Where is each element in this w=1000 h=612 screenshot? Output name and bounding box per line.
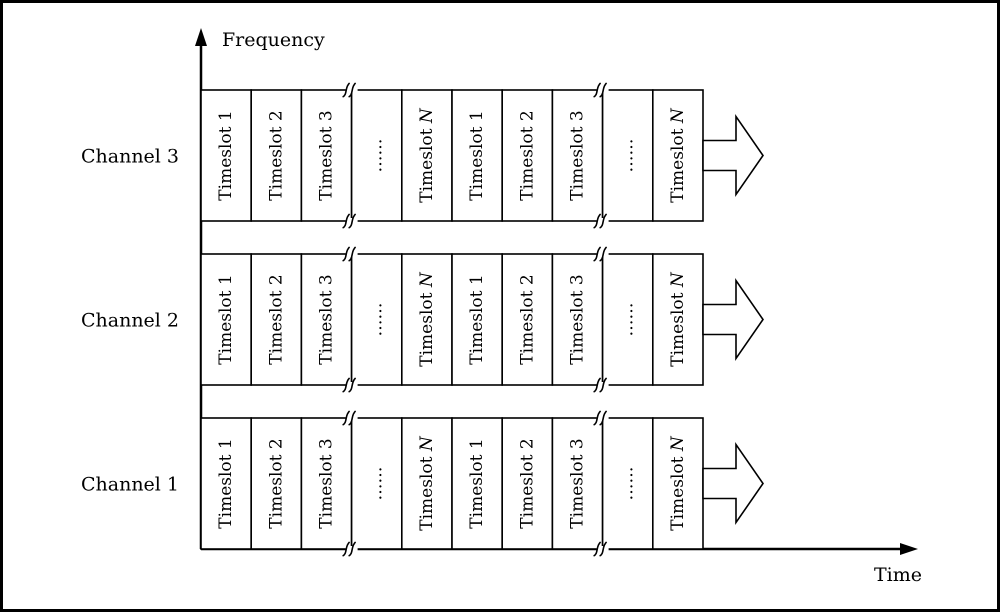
timeslot-label: Timeslot 2 [266, 110, 286, 200]
timeslot-label: Timeslot N [668, 271, 688, 367]
break-mark [348, 410, 357, 426]
channel-row: Channel 3 Timeslot 1 Timeslot 2 Timeslot 3 …… [81, 82, 764, 229]
break-mark [599, 541, 608, 557]
break-mark [599, 410, 608, 426]
timeslot-label: Timeslot 3 [568, 110, 588, 200]
break-mark [599, 246, 608, 262]
timeslot-label: Timeslot 3 [317, 110, 337, 200]
channel-label: Channel 3 [81, 146, 179, 168]
timeslot-label: Timeslot 1 [216, 438, 236, 528]
timeslot-cell [350, 89, 403, 222]
channel-label: Channel 1 [81, 474, 179, 496]
continuation-arrow [702, 277, 764, 362]
break-mark [593, 410, 602, 426]
timeslot-label: Timeslot 1 [467, 110, 487, 200]
break-mark [348, 541, 357, 557]
channels-layer: Channel 3 Timeslot 1 Timeslot 2 Timeslot 3 …… [81, 82, 764, 557]
break-mark [593, 377, 602, 393]
timeslot-cell [250, 417, 303, 550]
timeslot-label: Timeslot 1 [467, 438, 487, 528]
timeslot-cell [200, 89, 253, 222]
continuation-arrow [702, 113, 764, 198]
timeslot-label: Timeslot 3 [568, 438, 588, 528]
timeslot-label: Timeslot 2 [517, 274, 537, 364]
timeslot-label: Timeslot 3 [317, 438, 337, 528]
timeslot-cell [501, 89, 554, 222]
break-mark [348, 213, 357, 229]
frequency-axis-label: Frequency [222, 29, 325, 51]
timeslot-cell [551, 89, 604, 222]
ellipsis-label: …… [367, 467, 387, 501]
break-mark [348, 82, 357, 98]
timeslot-cell [651, 253, 704, 386]
channel-row: Channel 1 Timeslot 1 Timeslot 2 Timeslot 3 …… [81, 410, 764, 557]
break-mark [342, 213, 351, 229]
timeslot-label: Timeslot 3 [568, 274, 588, 364]
timeslot-cell [400, 417, 453, 550]
timeslot-label: Timeslot 1 [216, 274, 236, 364]
break-mark [342, 541, 351, 557]
time-axis-label: Time [874, 564, 922, 586]
timeslot-label: Timeslot N [417, 435, 437, 531]
channel-label: Channel 2 [81, 310, 179, 332]
timeslot-label: Timeslot 2 [266, 438, 286, 528]
ellipsis-label: …… [618, 303, 638, 337]
break-mark [599, 377, 608, 393]
timeslot-cell [551, 253, 604, 386]
timeslot-cell [451, 89, 504, 222]
break-mark [593, 541, 602, 557]
timeslot-cell [350, 417, 403, 550]
break-mark [599, 82, 608, 98]
timeslot-cell [501, 253, 554, 386]
timeslot-label: Timeslot 3 [317, 274, 337, 364]
ellipsis-label: …… [618, 467, 638, 501]
timeslot-label: Timeslot N [417, 271, 437, 367]
break-mark [593, 213, 602, 229]
timeslot-cell [400, 89, 453, 222]
timeslot-cell [601, 89, 654, 222]
timeslot-label: Timeslot 1 [467, 274, 487, 364]
timeslot-label: Timeslot 1 [216, 110, 236, 200]
break-mark [593, 246, 602, 262]
timeslot-label: Timeslot 2 [517, 110, 537, 200]
timeslot-label: Timeslot N [417, 107, 437, 203]
timeslot-cell [200, 417, 253, 550]
ellipsis-label: …… [367, 139, 387, 173]
channel-row: Channel 2 Timeslot 1 Timeslot 2 Timeslot 3 …… [81, 246, 764, 393]
ellipsis-label: …… [618, 139, 638, 173]
break-mark [342, 246, 351, 262]
timeslot-cell [200, 253, 253, 386]
timeslot-label: Timeslot N [668, 107, 688, 203]
break-mark [342, 377, 351, 393]
break-mark [593, 82, 602, 98]
timeslot-cell [601, 253, 654, 386]
timeslot-cell [451, 253, 504, 386]
timeslot-cell [651, 417, 704, 550]
timeslot-label: Timeslot 2 [266, 274, 286, 364]
ellipsis-label: …… [367, 303, 387, 337]
time-axis-arrowhead [900, 543, 918, 555]
break-mark [342, 82, 351, 98]
timeslot-cell [601, 417, 654, 550]
continuation-arrow [702, 441, 764, 526]
timeslot-cell [250, 253, 303, 386]
frequency-axis-arrowhead [195, 28, 207, 46]
timeslot-cell [300, 89, 353, 222]
break-mark [599, 213, 608, 229]
break-mark [342, 410, 351, 426]
break-mark [348, 246, 357, 262]
timeslot-label: Timeslot N [668, 435, 688, 531]
timeslot-cell [300, 417, 353, 550]
timeslot-label: Timeslot 2 [517, 438, 537, 528]
timeslot-cell [501, 417, 554, 550]
break-mark [348, 377, 357, 393]
